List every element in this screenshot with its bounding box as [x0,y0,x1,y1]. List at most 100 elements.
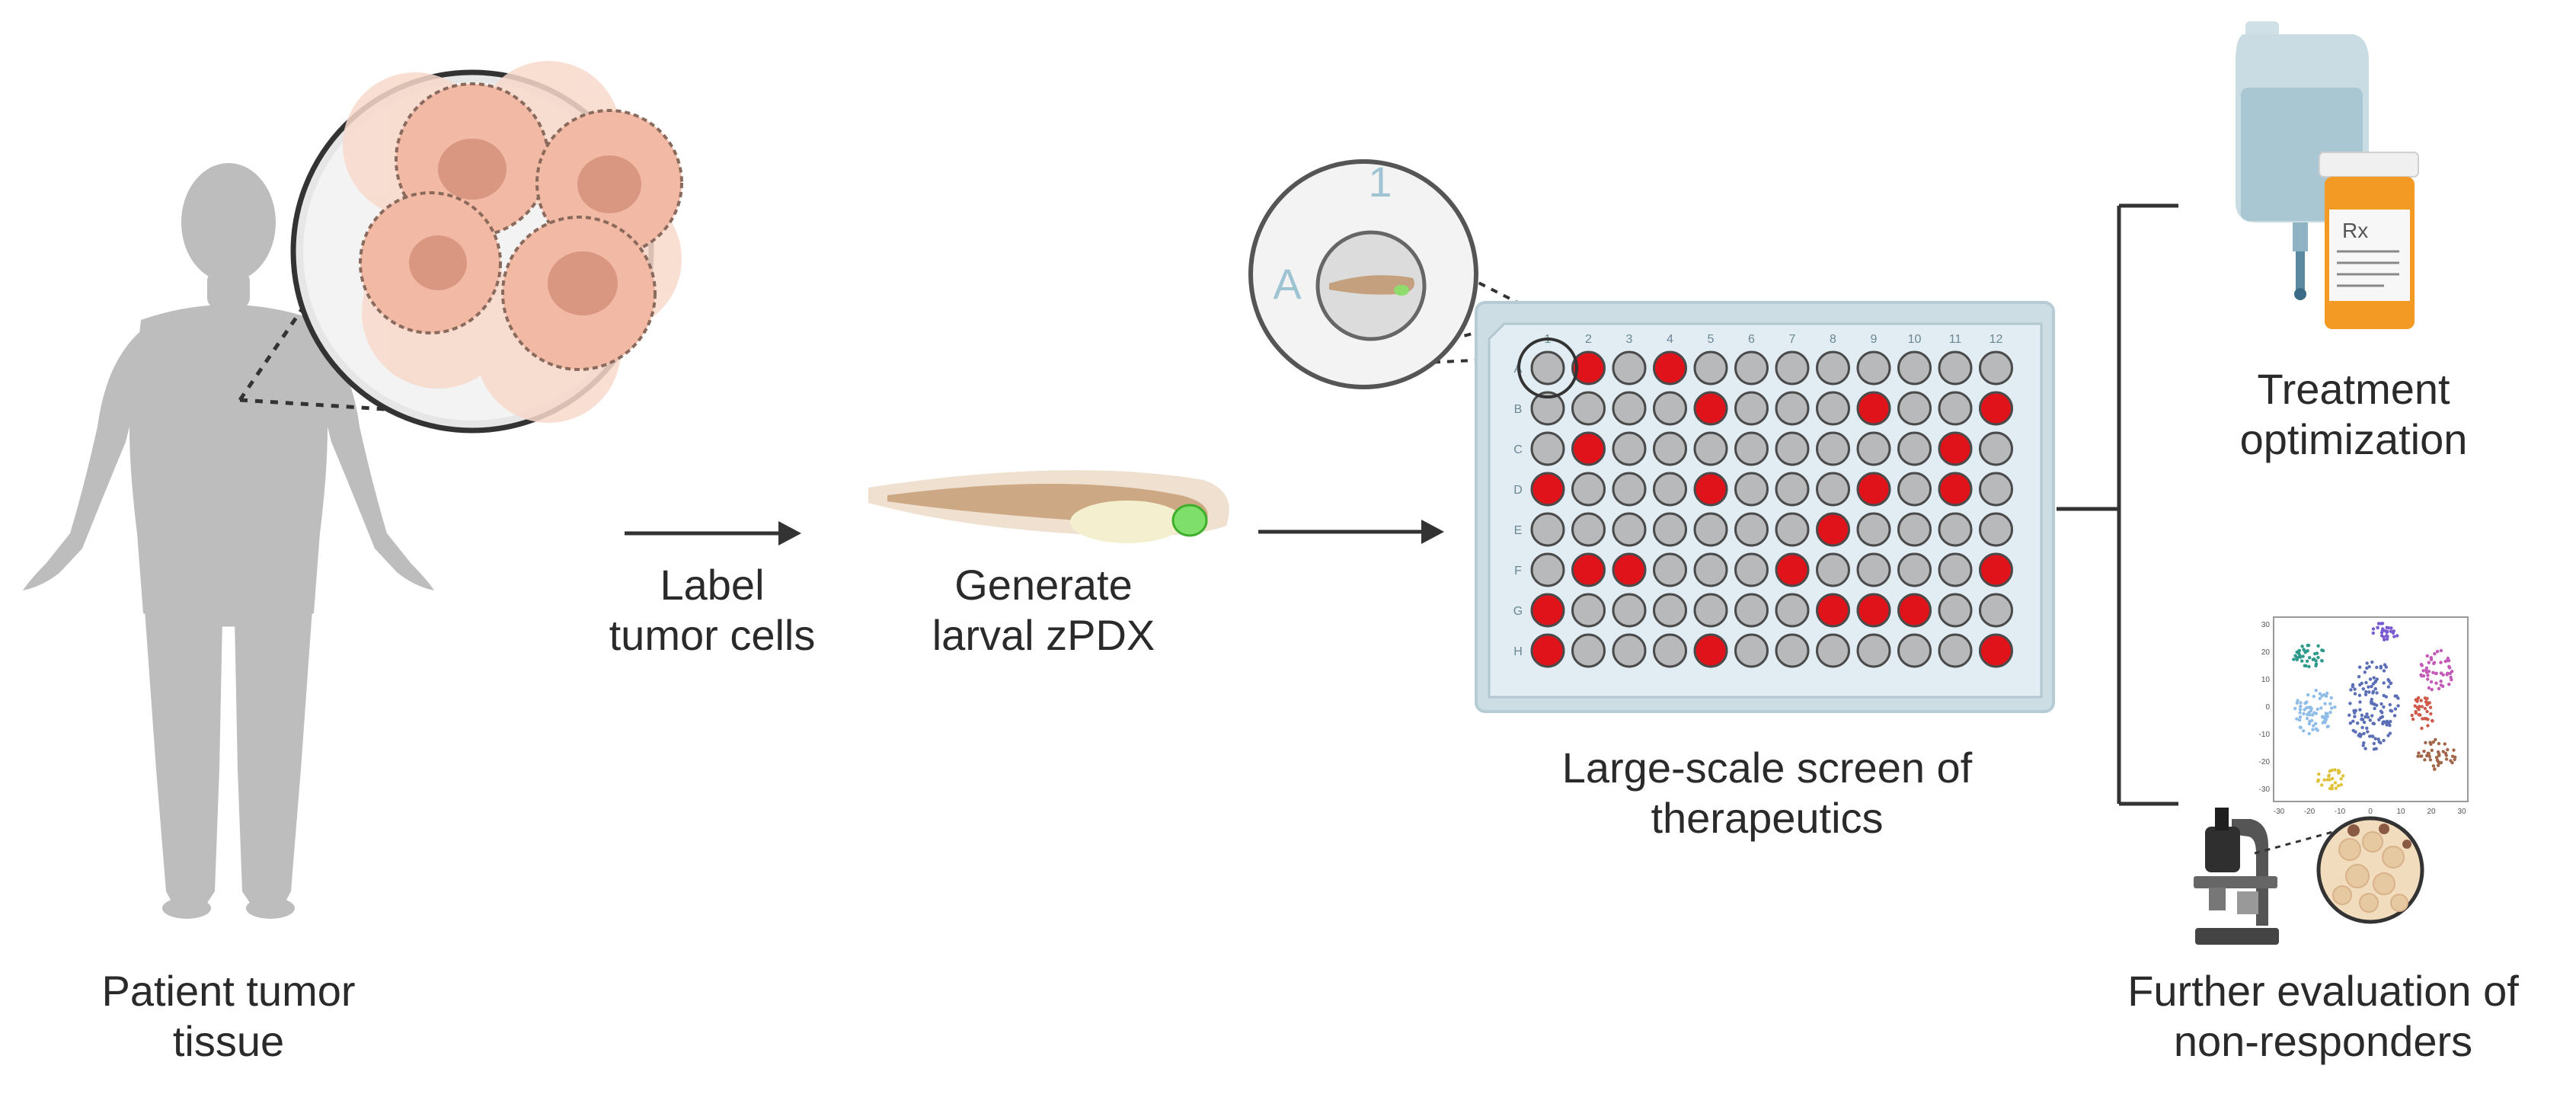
well-hit [1530,633,1565,668]
tsne-point [2319,706,2323,710]
tsne-point [2351,685,2354,689]
well-empty [1775,512,1810,547]
tsne-point [2441,673,2445,677]
tsne-point [2419,699,2423,702]
tsne-point [2429,680,2434,684]
tsne-point [2389,681,2393,685]
tsne-point [2299,701,2303,705]
plate-row-label: F [1514,565,1522,577]
tsne-point [2367,690,2371,694]
well-empty [1979,431,2013,466]
tsne-point [2452,748,2456,752]
tsne-point [2365,666,2369,670]
well-empty [1693,593,1728,628]
tsne-point [2363,693,2368,696]
tsne-point [2363,670,2367,674]
well-empty [1653,593,1687,628]
tsne-point [2386,685,2391,689]
well-empty [1530,431,1565,466]
human-silhouette [23,163,434,919]
well-empty [1612,633,1647,668]
tsne-point [2328,778,2332,782]
inset-column-label: 1 [1368,158,1392,206]
tsne-point [2373,706,2376,711]
tsne-point [2372,676,2376,680]
tsne-point [2376,737,2380,741]
tsne-point [2298,708,2303,712]
tsne-point [2392,635,2396,638]
tsne-point [2427,686,2431,690]
well-hit [1571,552,1606,587]
tsne-point [2424,741,2427,744]
tsne-point [2353,687,2357,691]
plate-column-label: 9 [1871,333,1878,346]
tsne-point [2374,747,2378,750]
well-empty [1938,633,1973,668]
tsne-point [2371,734,2375,738]
treatment-line-2: optimization [2239,415,2468,463]
further-evaluation-label: Further evaluation of non-responders [2072,966,2574,1067]
tsne-point [2448,671,2452,676]
well-hit [1938,431,1973,466]
tsne-point [2310,718,2314,722]
further-line-1: Further evaluation of [2127,967,2519,1015]
treatment-optimization-label: Treatment optimization [2163,364,2544,465]
tsne-point [2324,712,2328,715]
tsne-y-tick: -30 [2259,785,2271,794]
well-hit [1979,552,2013,587]
well-empty [1775,472,1810,507]
tsne-point [2418,705,2421,709]
tsne-point [2324,694,2328,698]
tsne-point [2417,712,2421,717]
tsne-y-tick: 30 [2261,621,2271,629]
tsne-point [2341,774,2345,778]
tsne-point [2362,720,2367,725]
well-empty [1530,391,1565,426]
tsne-point [2376,625,2379,629]
tsne-point [2333,768,2337,772]
tsne-point [2427,751,2431,756]
tsne-point [2441,750,2445,753]
tsne-point [2431,764,2436,768]
tsne-point [2353,715,2357,718]
tsne-point [2357,732,2362,736]
well-hit [1612,552,1647,587]
well-empty [1734,633,1769,668]
tsne-point [2314,712,2318,715]
screen-line-2: therapeutics [1651,794,1884,842]
tsne-point [2376,622,2381,625]
patient-label-line-1: Patient tumor [101,967,356,1015]
well-empty [1938,512,1973,547]
tsne-point [2382,635,2386,639]
tsne-point [2360,717,2363,721]
tsne-point [2388,723,2392,728]
well-hit [1816,512,1850,547]
tsne-point [2385,625,2389,629]
tsne-point [2385,637,2389,641]
well-hit [1775,552,1810,587]
tsne-point [2373,686,2377,691]
tsne-point [2339,782,2343,787]
well-empty [1734,472,1769,507]
tsne-point [2444,757,2449,761]
well-empty [1897,391,1932,426]
tsne-point [2420,705,2424,709]
well-empty [1979,350,2013,386]
tsne-point [2411,717,2415,721]
well-empty [1856,431,1891,466]
tsne-point [2298,715,2303,719]
well-hit [1938,472,1973,507]
tsne-point [2435,758,2440,762]
tsne-point [2423,758,2427,762]
tsne-point [2375,665,2379,670]
tsne-point [2364,680,2368,685]
tsne-point [2393,707,2398,711]
well-empty [1856,512,1891,547]
further-line-2: non-responders [2173,1017,2473,1065]
tsne-point [2428,741,2432,744]
tsne-point [2365,712,2369,716]
well-empty [1897,633,1932,668]
